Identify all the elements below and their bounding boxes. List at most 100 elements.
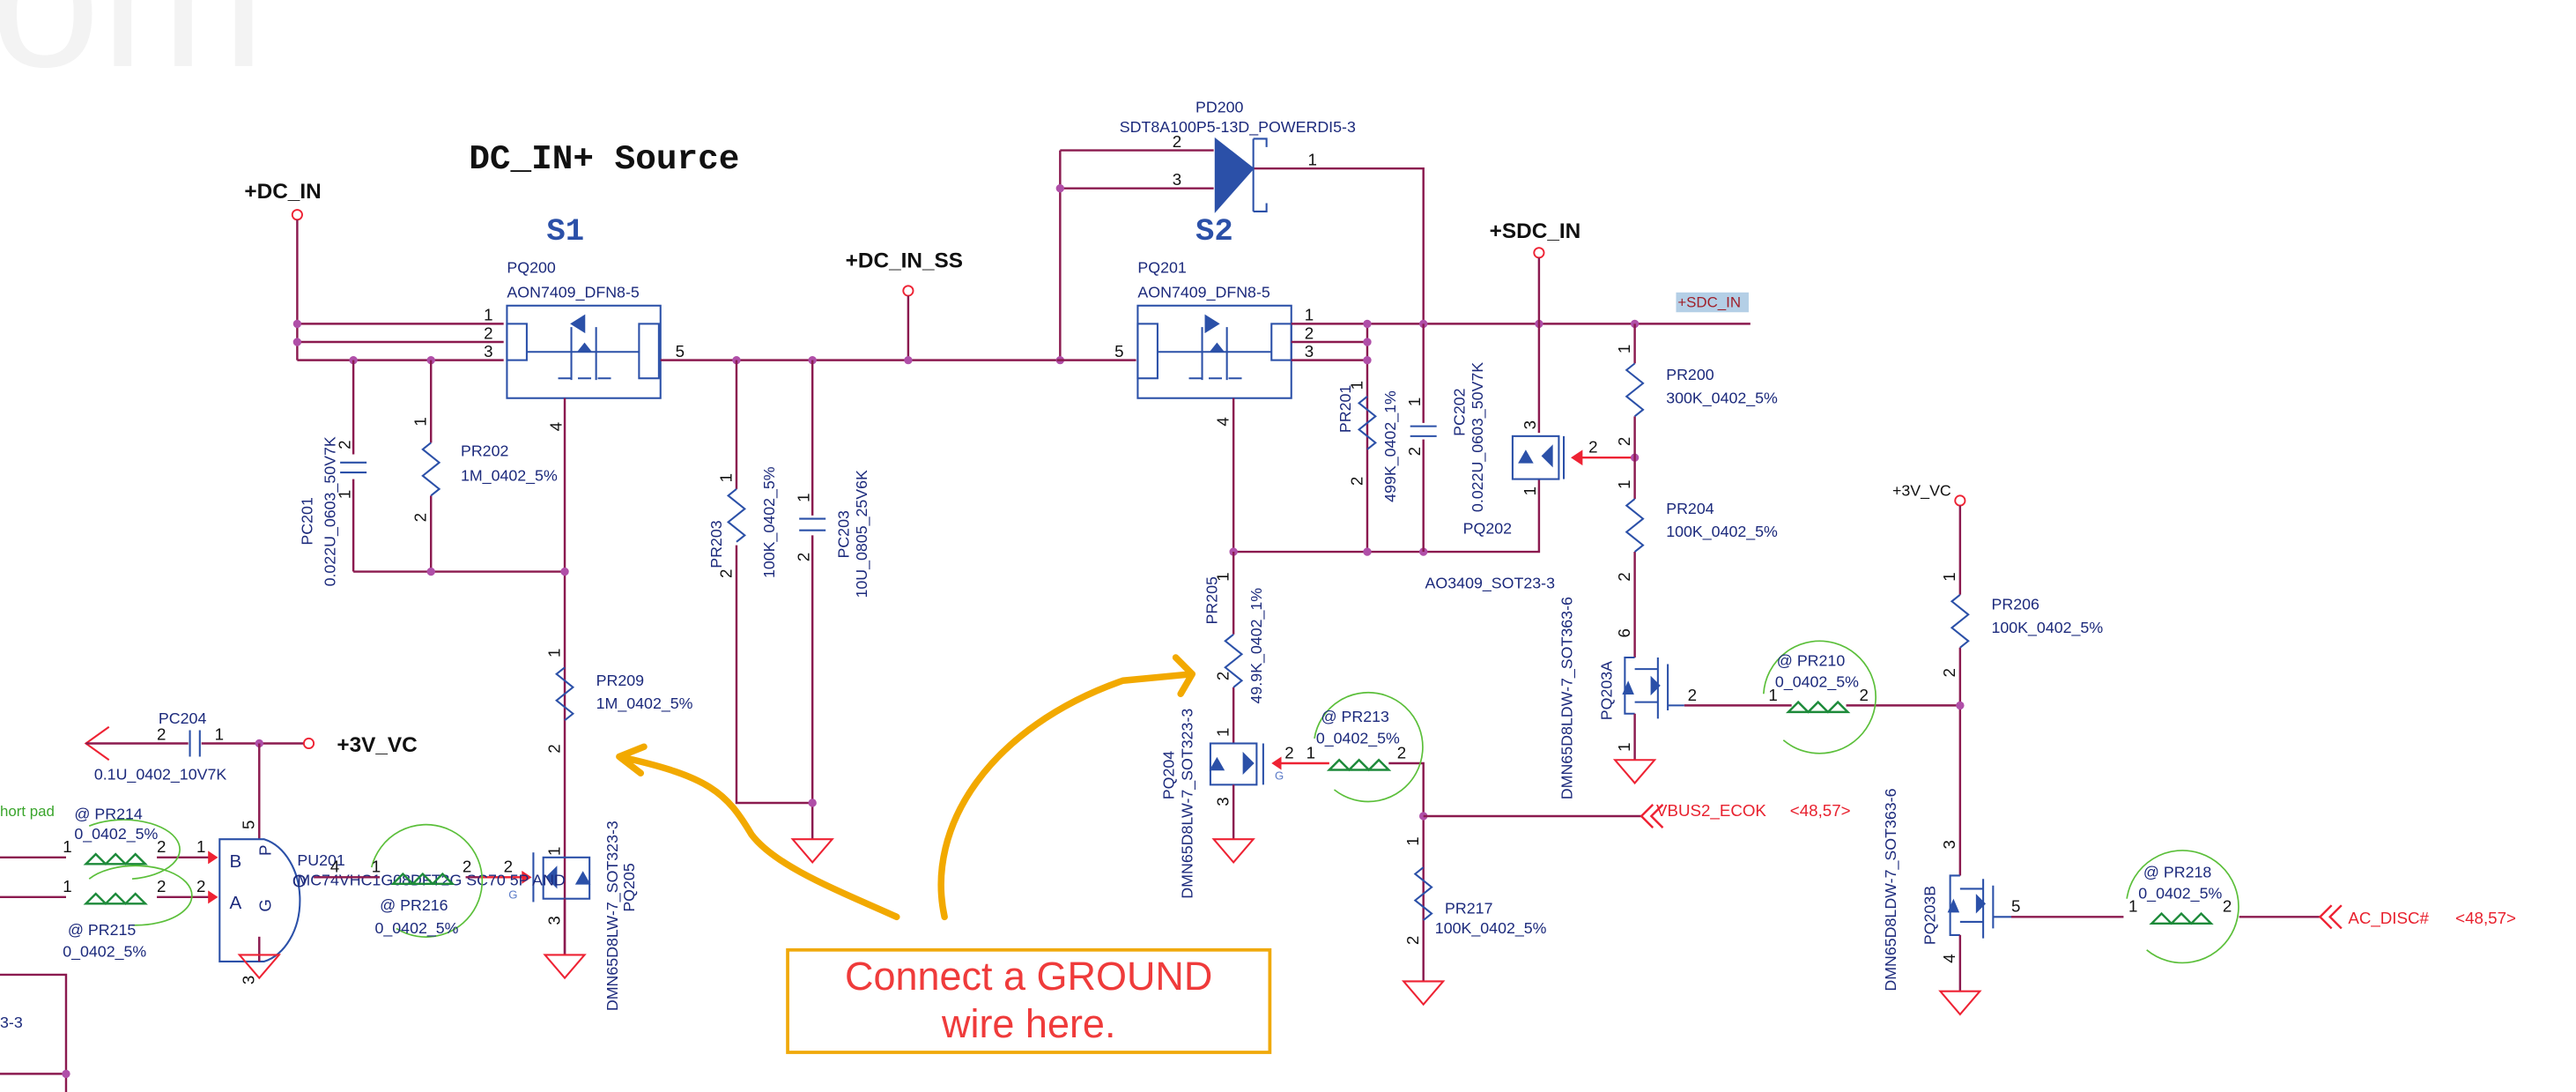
net-dc-in: +DC_IN <box>244 180 504 365</box>
ref-pr205: PR205 <box>1203 576 1220 625</box>
section-label-s1: S1 <box>546 213 584 249</box>
value-pr203: 100K_0402_5% <box>760 466 779 578</box>
ref-pr201: PR201 <box>1336 385 1354 434</box>
section-label-s2: S2 <box>1195 213 1233 249</box>
value-pr206: 100K_0402_5% <box>1991 619 2103 637</box>
pin-number: 1 <box>215 725 224 744</box>
pin-number: 2 <box>1397 743 1406 761</box>
page-ref-ac-disc: <48,57> <box>2455 909 2516 927</box>
pin-number: 1 <box>372 858 381 876</box>
ref-pr215: @ PR215 <box>68 921 137 939</box>
net-dc-in-ss: +DC_IN_SS <box>846 249 963 365</box>
ref-pr202: PR202 <box>461 442 508 459</box>
pin-number: 4 <box>1214 417 1232 426</box>
offpage-vbus2-ecok[interactable]: VBUS2_ECOK <48,57> <box>1640 801 1851 828</box>
component-pr206[interactable]: PR206 100K_0402_5% 1 2 <box>1940 572 2103 677</box>
component-pr214[interactable]: @ PR214 0_0402_5% 1 2 <box>63 806 181 880</box>
ref-pd200: PD200 <box>1195 98 1244 115</box>
pin-number: 1 <box>1615 742 1633 751</box>
component-pq203a[interactable]: PQ203A DMN65D8LDW-7_SOT363-6 6 2 1 <box>1558 597 1960 799</box>
pin-number: 2 <box>157 837 166 856</box>
annotation-box <box>786 947 1272 1054</box>
pin-number: 2 <box>1860 686 1869 704</box>
component-pr201[interactable]: PR201 499K_0402_1% 1 2 <box>1336 381 1400 502</box>
value-pr215: 0_0402_5% <box>63 942 146 961</box>
component-pr203[interactable]: PR203 100K_0402_5% 1 2 <box>707 360 813 805</box>
component-pc203[interactable]: PC203 10U_0805_25V6K 1 2 <box>794 360 871 840</box>
component-pq202[interactable]: PQ202 AO3409_SOT23-3 3 2 1 <box>1425 323 1640 592</box>
ref-pr203: PR203 <box>707 520 725 568</box>
ref-pq203b: PQ203B <box>1921 886 1939 945</box>
pin-number: 2 <box>794 553 812 561</box>
ref-pq203a: PQ203A <box>1597 661 1615 720</box>
component-pq205[interactable]: G PQ205 DMN65D8LW-7_SOT323-3 1 2 3 <box>478 821 638 1011</box>
pin-name: G <box>255 899 274 912</box>
pin-number: 1 <box>335 490 353 499</box>
value-pr205: 49.9K_0402_1% <box>1247 588 1266 704</box>
value-pr202: 1M_0402_5% <box>461 466 558 485</box>
component-pr216[interactable]: @ PR216 0_0402_5% 1 2 <box>370 823 484 938</box>
pin-number: 1 <box>1615 479 1633 488</box>
component-pc202[interactable]: PC202 0.022U_0603_50V7K 1 2 <box>1405 323 1487 553</box>
value-pr210: 0_0402_5% <box>1775 673 1859 692</box>
component-pq203b[interactable]: PQ203B DMN65D8LDW-7_SOT363-6 3 5 4 <box>1882 788 2321 1015</box>
component-pq200[interactable]: PQ200 AON7409_DFN8-5 1 2 3 5 4 <box>484 258 685 431</box>
ref-pu201: PU201 <box>297 851 345 869</box>
pin-number: 2 <box>504 858 513 876</box>
component-pr217[interactable]: PR217 100K_0402_5% 1 2 <box>1403 836 1547 945</box>
component-pc201[interactable]: PC201 0.022U_0603_50V7K 2 1 <box>298 360 367 587</box>
watermark: om <box>0 0 265 108</box>
component-pr205[interactable]: PR205 49.9K_0402_1% 1 2 <box>1203 552 1266 744</box>
component-pd200[interactable]: PD200 SDT8A100P5-13D_POWERDI5-3 2 3 1 <box>1055 98 1425 365</box>
pin-number: 1 <box>794 493 812 501</box>
ref-pq204: PQ204 <box>1160 751 1178 800</box>
offpage-partial-component: 3-3 <box>0 973 70 1092</box>
pin-name: P <box>255 844 274 856</box>
ref-pq200: PQ200 <box>507 258 556 276</box>
pin-number: 2 <box>1403 936 1422 945</box>
component-pr200[interactable]: PR200 300K_0402_5% 1 2 <box>1615 323 1778 500</box>
ref-pr204: PR204 <box>1666 500 1714 517</box>
power-port-icon <box>1533 247 1545 259</box>
annotation-callout: Connect a GROUND wire here. <box>616 654 1272 1054</box>
pin-number: 3 <box>1521 420 1539 429</box>
ref-pr214: @ PR214 <box>74 806 143 823</box>
pin-number: 2 <box>463 858 471 876</box>
component-pq204[interactable]: G PQ204 DMN65D8LW-7_SOT323-3 1 2 3 <box>1160 709 1329 899</box>
component-pr213[interactable]: @ PR213 0_0402_5% 1 2 <box>1307 692 1425 982</box>
gate-label: G <box>508 888 517 902</box>
component-pu201[interactable]: B A O P G PU201 MC74VHC1G08DFT2G SC70 5P… <box>0 821 566 985</box>
pin-number: 2 <box>1688 686 1697 704</box>
value-pr204: 100K_0402_5% <box>1666 523 1778 541</box>
component-pr202[interactable]: PR202 1M_0402_5% 1 2 <box>411 360 558 572</box>
net-label-3v-vc: +3V_VC <box>337 733 417 757</box>
power-port-icon <box>902 285 914 297</box>
pin-number: 2 <box>196 877 205 895</box>
value-pq205: DMN65D8LW-7_SOT323-3 <box>603 821 622 1011</box>
pin-name: O <box>292 872 307 892</box>
value-pr216: 0_0402_5% <box>374 919 458 938</box>
component-pr209[interactable]: PR209 1M_0402_5% 1 2 <box>544 649 692 754</box>
offpage-ac-disc[interactable]: AC_DISC# <48,57> <box>2318 904 2516 930</box>
pin-number: 3 <box>1940 840 1958 849</box>
ref-pr217: PR217 <box>1445 900 1492 917</box>
component-pr215[interactable]: @ PR215 0_0402_5% 1 2 <box>63 865 193 961</box>
page-title: DC_IN+ Source <box>469 139 739 179</box>
component-pq201[interactable]: PQ201 AON7409_DFN8-5 1 2 3 5 4 <box>1114 258 1314 426</box>
pin-number: 5 <box>2011 897 2020 916</box>
component-pc204[interactable]: PC204 0.1U_0402_10V7K 2 1 <box>84 709 304 784</box>
value-pq202: AO3409_SOT23-3 <box>1425 574 1556 592</box>
net-label-sdc-in-offpage[interactable]: +SDC_IN <box>1677 294 1741 311</box>
component-pr218[interactable]: @ PR218 0_0402_5% 1 2 <box>2126 850 2239 964</box>
component-pr210[interactable]: @ PR210 0_0402_5% 1 2 <box>1762 640 1876 754</box>
pin-number: 1 <box>196 837 205 856</box>
net-3v-vc-right: +3V_VC <box>1892 481 1966 876</box>
offpage-fragment-label: 3-3 <box>0 1014 23 1031</box>
pin-number: 2 <box>544 744 563 753</box>
value-pr201: 499K_0402_1% <box>1381 390 1400 502</box>
pin-number: 5 <box>1114 342 1123 360</box>
net-label-3v-vc-right: +3V_VC <box>1892 481 1951 500</box>
annotation-arrow-right-icon <box>937 654 1196 921</box>
component-pr204[interactable]: PR204 100K_0402_5% 1 2 <box>1615 479 1778 658</box>
pin-number: 2 <box>1305 323 1314 342</box>
